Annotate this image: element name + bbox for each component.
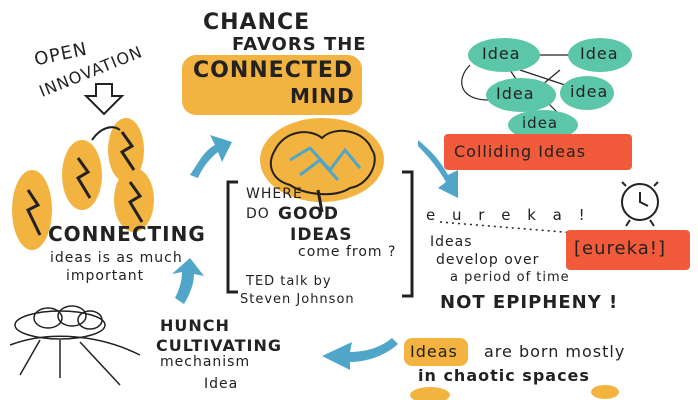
eureka-line-3: a period of time	[450, 270, 570, 285]
ideas-highlight	[404, 338, 468, 366]
title-line-3: CONNECTED	[193, 58, 354, 83]
idea-label-3: Idea	[496, 84, 535, 103]
where-line-3: IDEAS	[290, 225, 353, 245]
eureka-spaced: e u r e k a !	[426, 206, 591, 224]
where-line-2a: DO	[246, 206, 270, 222]
title-line-2: FAVORS THE	[232, 34, 367, 55]
idea-blob-3	[486, 78, 556, 112]
nest-illustration	[9, 305, 141, 386]
idea-label-5: idea	[522, 114, 559, 132]
clock-icon	[621, 181, 659, 227]
where-line-5: TED talk by	[246, 274, 332, 289]
idea-label-2: Idea	[580, 44, 619, 63]
chaotic-line-2: in chaotic spaces	[418, 366, 590, 385]
idea-blob-4	[560, 76, 614, 110]
eureka-line-4: NOT EPIPHENY !	[440, 292, 619, 313]
hunch-line-3: mechanism	[160, 354, 251, 370]
hunch-line-4: Idea	[204, 376, 239, 392]
chaotic-line-1a: Ideas	[410, 342, 458, 361]
hunch-line-2: CULTIVATING	[156, 336, 282, 355]
blue-arrow-bottom	[322, 338, 398, 370]
connecting-heading: CONNECTING	[48, 222, 206, 246]
idea-label-4: idea	[570, 82, 609, 101]
chaotic-line-1b: are born mostly	[484, 342, 626, 361]
colliding-box	[444, 134, 632, 170]
where-line-6: Steven Johnson	[240, 292, 355, 307]
where-line-1: WHERE	[246, 186, 303, 202]
blue-arrow-left-top	[190, 135, 232, 178]
lightning-cluster	[12, 118, 154, 250]
hunch-line-1: HUNCH	[160, 316, 230, 335]
eureka-badge: [eureka!]	[574, 238, 666, 259]
idea-label-1: Idea	[482, 44, 521, 63]
eureka-line-2: develop over	[436, 252, 540, 268]
brain-illustration	[260, 118, 384, 213]
eureka-badge-box	[566, 230, 690, 270]
title-line-1: CHANCE	[203, 10, 311, 35]
where-line-2b: GOOD	[278, 204, 339, 224]
title-line-4: MIND	[290, 84, 355, 108]
eureka-line-1: Ideas	[430, 234, 473, 250]
connecting-line-1: ideas is as much	[50, 250, 183, 266]
where-line-4: come from ?	[298, 244, 397, 260]
blue-arrow-right-top	[418, 140, 458, 198]
idea-blob-1	[468, 38, 540, 72]
connecting-line-2: important	[66, 268, 145, 284]
colliding-label: Colliding Ideas	[454, 142, 587, 161]
blue-arrow-left-bottom	[172, 258, 204, 304]
title-highlight	[182, 55, 362, 115]
idea-blob-2	[568, 38, 632, 72]
